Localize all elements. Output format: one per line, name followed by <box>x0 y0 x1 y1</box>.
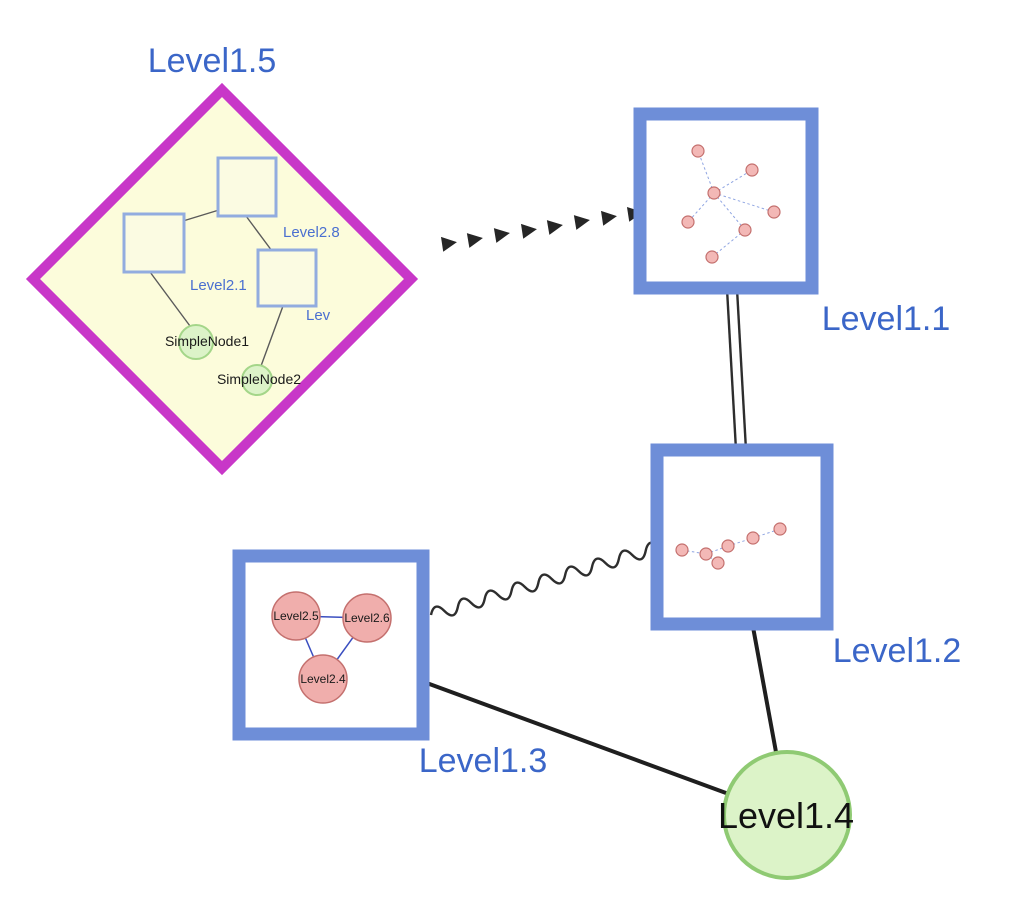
subnode-dot[interactable] <box>721 539 735 553</box>
node-level2-1-square[interactable] <box>122 212 186 274</box>
node-level2-8-square[interactable] <box>216 156 278 218</box>
subnode-dot[interactable] <box>738 223 752 237</box>
subnode-dot[interactable] <box>705 250 719 264</box>
subnode-dot[interactable] <box>681 215 695 229</box>
node-level1-1-group[interactable] <box>633 107 819 295</box>
subnode-dot[interactable] <box>691 144 705 158</box>
subnode-dot[interactable] <box>711 556 725 570</box>
double-line-b <box>735 288 748 451</box>
node-simplenode1[interactable] <box>178 324 214 360</box>
dashed-arrow-line <box>440 206 643 252</box>
level1-2-inner-graph <box>675 522 787 570</box>
node-label-level1-1: Level1.1 <box>822 300 951 338</box>
node-level1-5-diamond[interactable] <box>25 82 419 476</box>
level1-2-box[interactable] <box>650 443 834 631</box>
edge-lev-to-simplenode2 <box>260 305 284 367</box>
edge-level2-8-to-level2-1 <box>182 209 220 222</box>
level1-1-box[interactable] <box>633 107 819 295</box>
node-simplenode2[interactable] <box>241 364 273 396</box>
level1-3-inner-graph: Level2.5 Level2.6 Level2.4 <box>271 591 392 704</box>
node-label-level2-1: Level2.1 <box>190 277 247 294</box>
node-label-simplenode2: SimpleNode2 <box>217 371 301 387</box>
edge-level1-2-to-level1-4[interactable] <box>751 625 778 754</box>
node-level1-4[interactable] <box>722 750 852 880</box>
level1-1-inner-graph <box>681 144 781 264</box>
node-lev-square[interactable] <box>256 248 318 308</box>
node-label-level1-5: Level1.5 <box>148 42 277 80</box>
level1-3-box[interactable] <box>232 549 430 741</box>
subnode-dot[interactable] <box>707 186 721 200</box>
node-level1-3-group[interactable]: Level2.5 Level2.6 Level2.4 <box>232 549 430 741</box>
edge-level1-1-to-level1-2[interactable] <box>725 288 748 451</box>
node-label-level2-6: Level2.6 <box>344 611 390 625</box>
edge-level2-8-to-lev <box>245 215 273 252</box>
node-label-level2-4: Level2.4 <box>300 672 346 686</box>
node-level2-5[interactable] <box>271 591 321 641</box>
node-level1-2-group[interactable] <box>650 443 834 631</box>
node-label-level2-8: Level2.8 <box>283 224 340 241</box>
edge-level1-5-to-level1-1[interactable] <box>424 206 643 252</box>
node-label-simplenode1: SimpleNode1 <box>165 333 249 349</box>
subnode-dot[interactable] <box>745 163 759 177</box>
node-level2-4[interactable] <box>298 654 348 704</box>
subnode-dot[interactable] <box>699 547 713 561</box>
node-label-level1-2: Level1.2 <box>833 632 962 670</box>
node-level2-6[interactable] <box>342 593 392 643</box>
node-label-lev: Lev <box>306 307 331 324</box>
node-label-level1-3: Level1.3 <box>419 742 548 780</box>
subnode-dot[interactable] <box>773 522 787 536</box>
edge-level2-1-to-simplenode1 <box>149 271 191 327</box>
subnode-dot[interactable] <box>675 543 689 557</box>
edge-level1-3-to-level1-4[interactable] <box>422 680 728 795</box>
subnode-dot[interactable] <box>746 531 760 545</box>
edge-level1-3-to-level1-2-wavy[interactable] <box>429 541 661 621</box>
double-line-a <box>725 288 738 451</box>
node-label-level1-4: Level1.4 <box>718 795 854 836</box>
node-label-level2-5: Level2.5 <box>273 609 319 623</box>
subnode-dot[interactable] <box>767 205 781 219</box>
